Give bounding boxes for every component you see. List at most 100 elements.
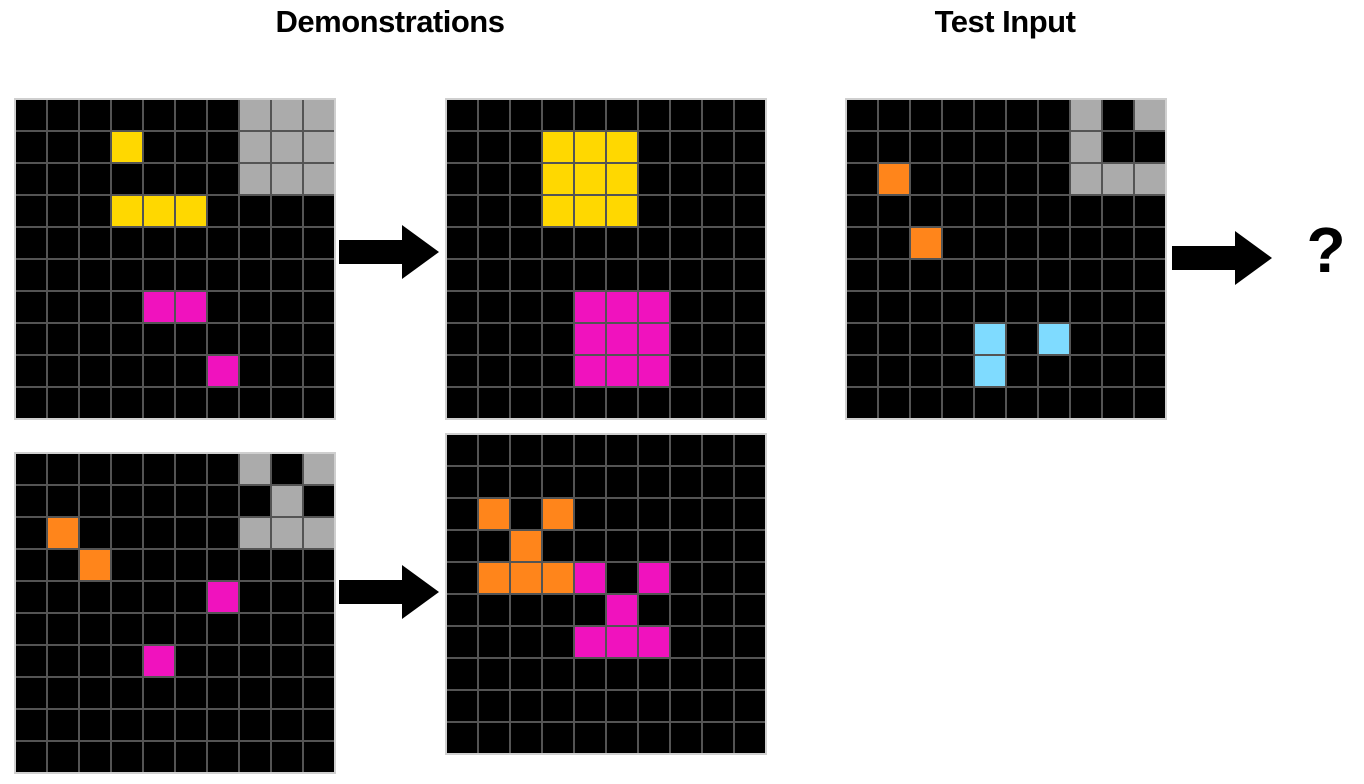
grid-cell-black [511,723,541,753]
grid-cell-black [144,614,174,644]
grid-cell-black [272,196,302,226]
grid-cell-cyan [1039,324,1069,354]
grid-cell-black [208,132,238,162]
grid-cell-black [911,356,941,386]
grid-cell-black [144,582,174,612]
grid-cell-black [80,260,110,290]
grid-cell-black [80,132,110,162]
grid-cell-black [112,486,142,516]
grid-cell-black [911,196,941,226]
grid-cell-black [1103,356,1133,386]
grid-cell-black [16,710,46,740]
grid-cell-black [176,260,206,290]
grid-cell-black [511,659,541,689]
grid-cell-black [1039,100,1069,130]
grid-cell-black [511,260,541,290]
grid-cell-black [703,260,733,290]
arrow-right-icon [339,223,441,281]
grid-cell-orange [479,563,509,593]
grid-cell-black [240,582,270,612]
grid-cell-black [48,614,78,644]
grid-cell-black [575,100,605,130]
grid-cell-black [112,454,142,484]
demonstrations-title: Demonstrations [275,4,505,39]
grid-cell-magenta [639,292,669,322]
grid-cell-black [112,614,142,644]
grid-cell-black [703,356,733,386]
grid-cell-black [479,595,509,625]
grid-cell-black [879,292,909,322]
grid-cell-black [304,678,334,708]
grid-cell-gray [304,164,334,194]
grid-cell-black [543,595,573,625]
grid-cell-magenta [144,292,174,322]
grid-cell-black [208,260,238,290]
grid-cell-black [272,292,302,322]
grid-cell-black [543,659,573,689]
grid-cell-black [16,678,46,708]
grid-cell-black [975,132,1005,162]
grid-cell-black [879,228,909,258]
grid-cell-black [943,324,973,354]
grid-cell-black [735,292,765,322]
grid-cell-orange [479,499,509,529]
grid-cell-black [208,164,238,194]
grid-cell-black [144,164,174,194]
grid-cell-black [80,486,110,516]
grid-cell-black [703,659,733,689]
grid-cell-black [304,324,334,354]
grid-cell-gray [272,164,302,194]
grid-cell-orange [911,228,941,258]
grid-cell-gray [304,454,334,484]
grid-cell-black [240,550,270,580]
grid-cell-black [1007,356,1037,386]
grid-cell-black [48,710,78,740]
grid-cell-black [176,132,206,162]
grid-cell-black [607,531,637,561]
grid-cell-black [607,691,637,721]
grid-cell-black [304,486,334,516]
grid-cell-black [975,100,1005,130]
grid-cell-black [447,627,477,657]
grid-cell-black [543,292,573,322]
grid-cell-black [1039,260,1069,290]
grid-cell-black [671,196,701,226]
grid-cell-black [272,388,302,418]
grid-cell-black [80,614,110,644]
demo1-output-grid [445,98,767,420]
grid-cell-gray [1103,164,1133,194]
grid-cell-black [112,678,142,708]
grid-cell-black [671,260,701,290]
grid-cell-black [975,260,1005,290]
grid-cell-black [176,486,206,516]
grid-cell-black [1039,228,1069,258]
grid-cell-black [144,324,174,354]
grid-cell-orange [543,563,573,593]
grid-cell-black [703,132,733,162]
grid-cell-black [1039,292,1069,322]
grid-cell-black [575,595,605,625]
grid-cell-black [144,742,174,772]
grid-cell-orange [543,499,573,529]
grid-cell-black [48,356,78,386]
grid-cell-black [112,518,142,548]
grid-cell-black [80,454,110,484]
grid-cell-black [240,356,270,386]
grid-cell-black [1135,228,1165,258]
grid-cell-black [703,499,733,529]
grid-cell-black [48,228,78,258]
grid-cell-black [240,678,270,708]
grid-cell-black [112,228,142,258]
grid-cell-black [304,550,334,580]
grid-cell-black [671,723,701,753]
grid-cell-black [511,228,541,258]
grid-cell-black [543,723,573,753]
grid-cell-magenta [607,324,637,354]
grid-cell-black [511,164,541,194]
grid-cell-black [208,742,238,772]
grid-cell-black [208,646,238,676]
grid-cell-black [543,228,573,258]
grid-cell-black [847,228,877,258]
grid-cell-black [703,164,733,194]
grid-cell-black [879,324,909,354]
